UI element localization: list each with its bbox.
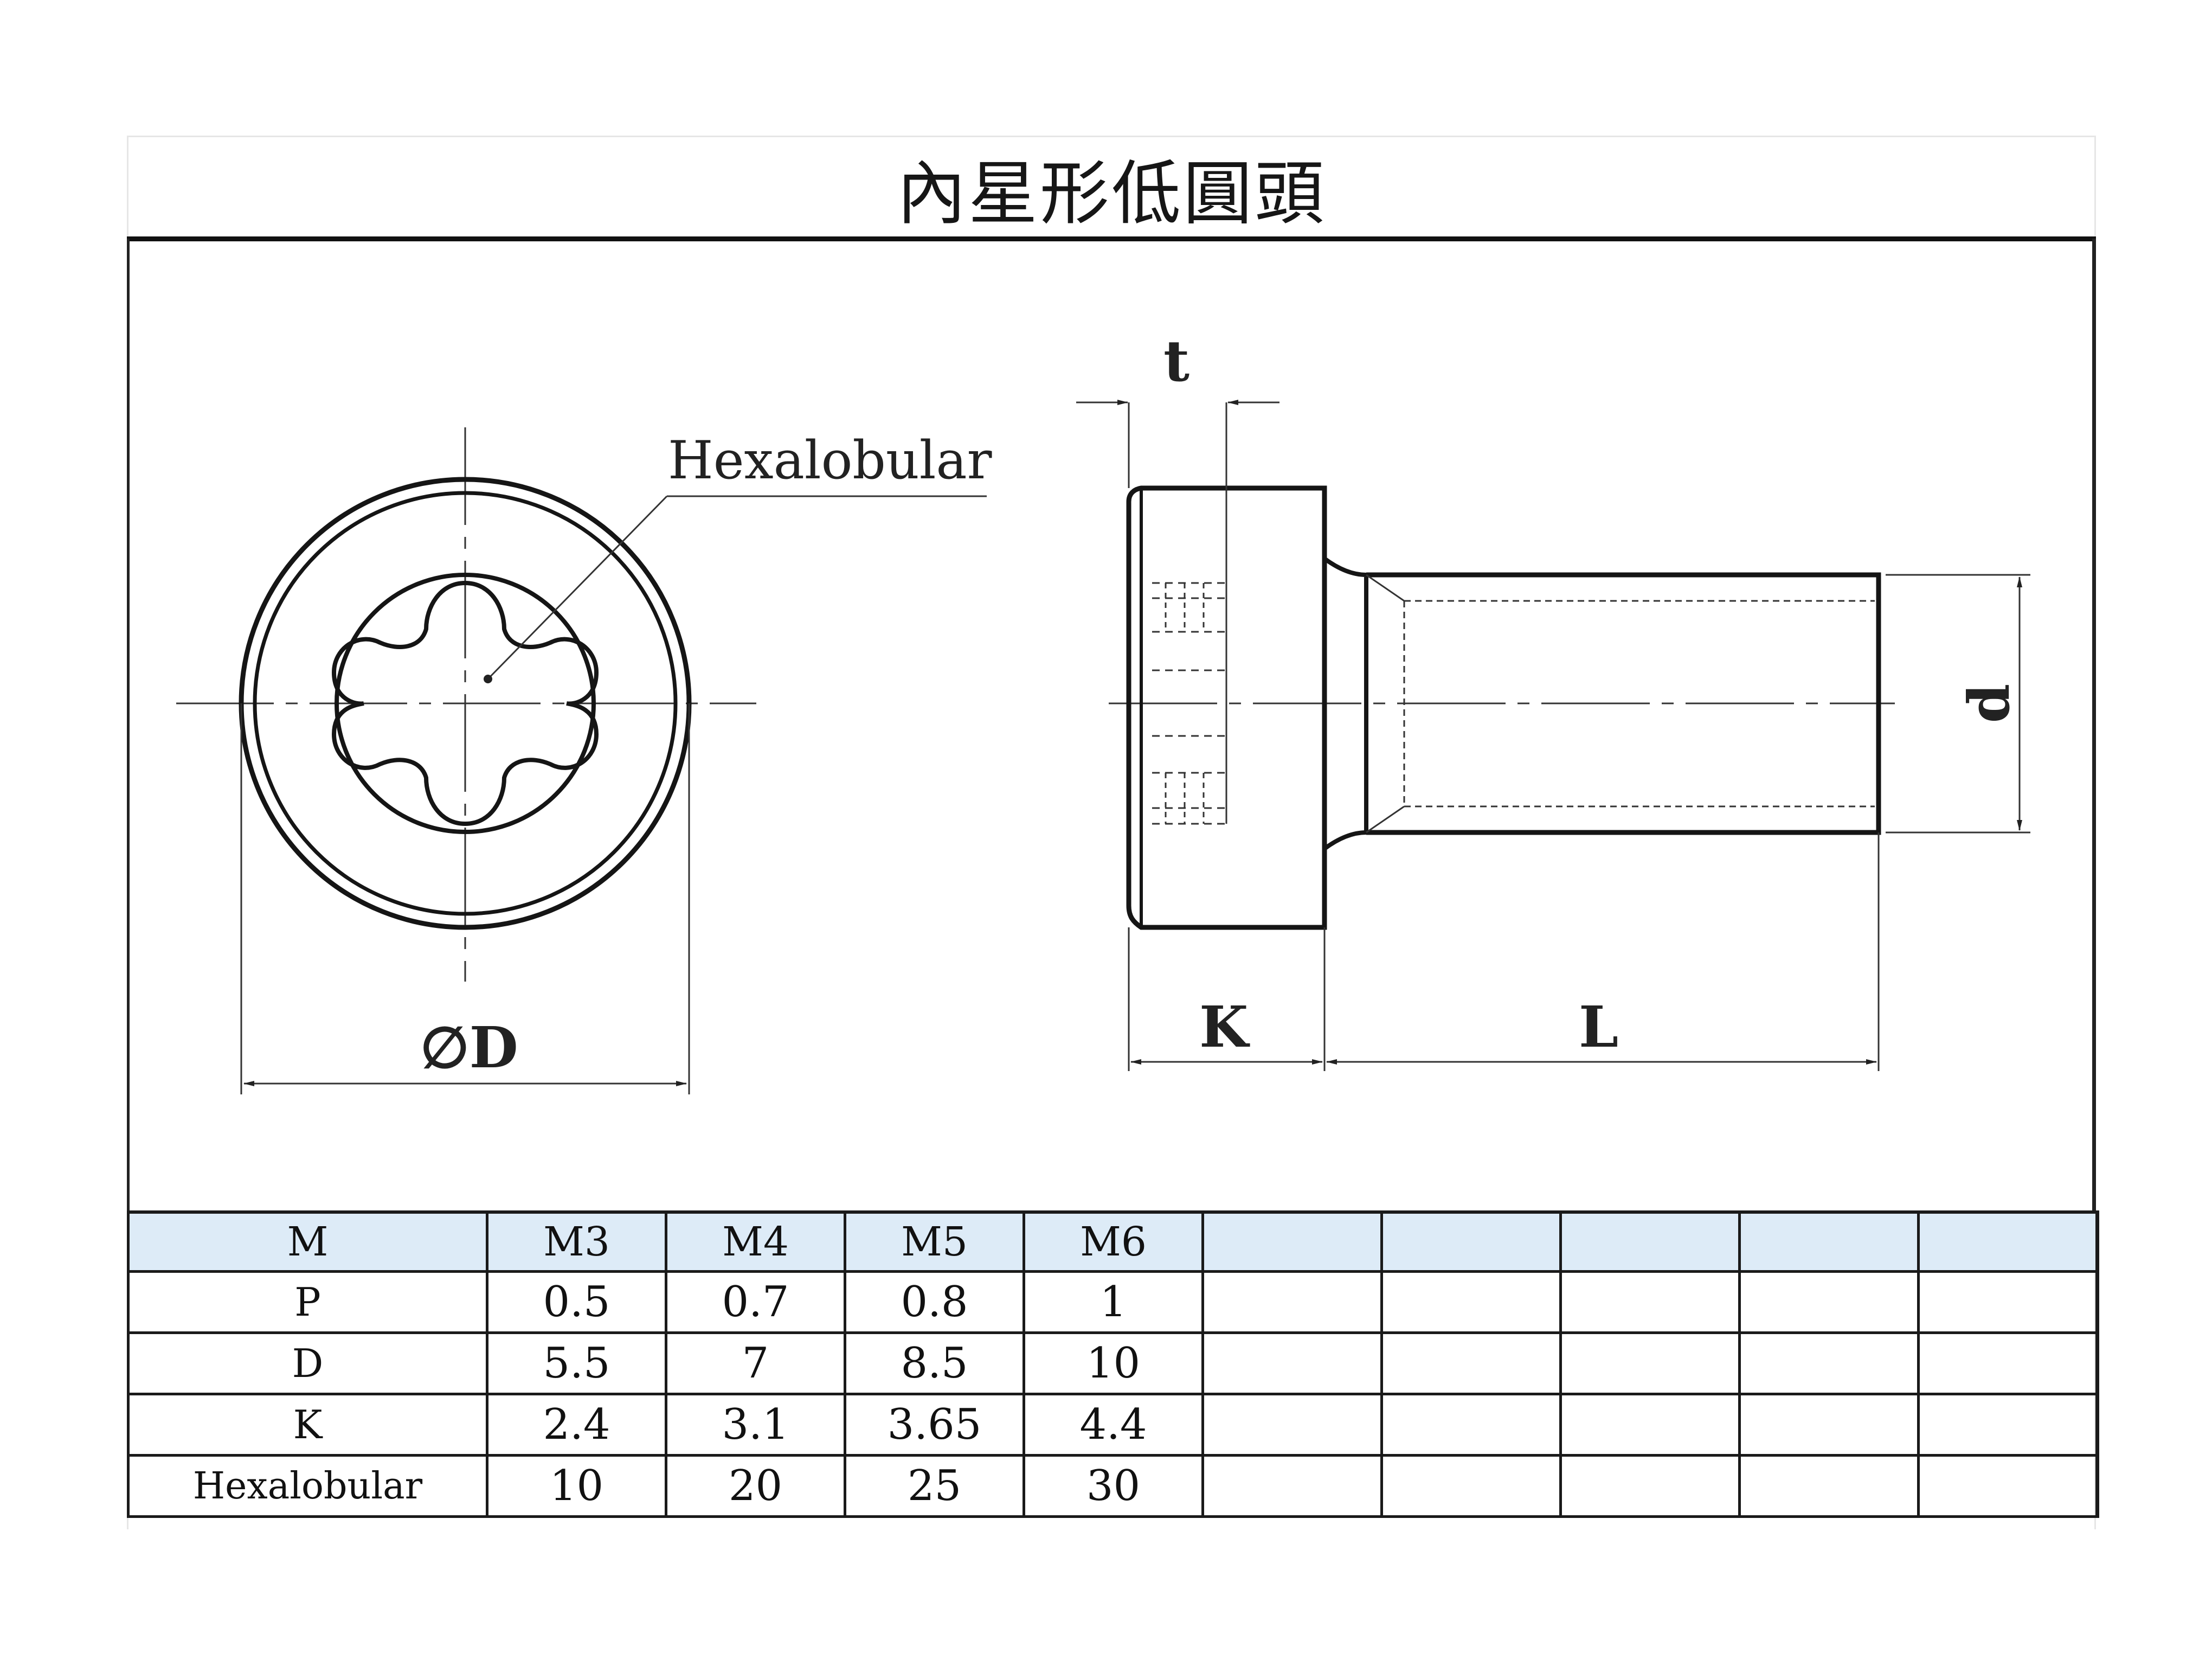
table-cell: 0.8 [844,1271,1024,1334]
table-cell [1917,1455,2099,1518]
table-row: K 2.4 3.1 3.65 4.4 [127,1394,2099,1457]
table-cell [1917,1394,2099,1457]
l-label: L [1579,994,1618,1060]
side-view: t K L d [1076,328,2030,1071]
recess-hidden-verticals [1165,583,1205,824]
table-cell: 7 [665,1332,845,1395]
leader-dot [484,675,492,683]
drive-label: Hexalobular [668,430,992,491]
header-cell [1738,1210,1919,1273]
table-cell [1201,1394,1382,1457]
diameter-label: ∅D [420,1014,518,1081]
table-row: D 5.5 7 8.5 10 [127,1332,2099,1395]
thread-taper-bottom [1366,805,1405,834]
table-row: Hexalobular 10 20 25 30 [127,1455,2099,1518]
d-label: d [1956,684,2022,723]
thread-taper-top [1366,574,1405,602]
header-cell: M3 [486,1210,666,1273]
table-cell: 3.1 [665,1394,845,1457]
table-cell [1201,1332,1382,1395]
header-cell [1201,1210,1382,1273]
header-cell [1917,1210,2099,1273]
table-cell [1738,1394,1919,1457]
table-cell [1380,1332,1561,1395]
table-cell: 5.5 [486,1332,666,1395]
table-cell: 0.7 [665,1271,845,1334]
spec-table: M M3 M4 M5 M6 P 0.5 0.7 0.8 1 D 5.5 7 [127,1210,2099,1518]
table-cell [1559,1394,1740,1457]
row-label: D [127,1332,487,1395]
header-cell: M5 [844,1210,1024,1273]
under-head-fillet [1323,556,1368,851]
header-cell-label: M [127,1210,487,1273]
table-cell [1917,1332,2099,1395]
row-label: K [127,1394,487,1457]
table-cell [1738,1455,1919,1518]
table-cell [1380,1394,1561,1457]
header-cell [1380,1210,1561,1273]
table-cell [1917,1271,2099,1334]
table-row: P 0.5 0.7 0.8 1 [127,1271,2099,1334]
shank-outline [1366,572,1881,835]
front-view: Hexalobular ∅D [176,427,992,1094]
table-cell [1738,1271,1919,1334]
table-cell: 10 [486,1455,666,1518]
table-cell [1559,1455,1740,1518]
recess-circle [335,573,596,834]
hexalobular-star [331,580,599,826]
drawing-frame [127,239,2096,1215]
table-header-row: M M3 M4 M5 M6 [127,1210,2099,1273]
table-cell: 0.5 [486,1271,666,1334]
header-cell: M6 [1023,1210,1203,1273]
table-cell: 30 [1023,1455,1203,1518]
table-cell: 4.4 [1023,1394,1203,1457]
drive-leader-line [487,495,668,680]
title-divider [127,236,2096,241]
row-label: P [127,1271,487,1334]
table-cell [1380,1455,1561,1518]
table-cell: 8.5 [844,1332,1024,1395]
head-inner-circle [253,491,678,916]
table-cell: 2.4 [486,1394,666,1457]
table-cell [1380,1271,1561,1334]
page-title: 內星形低圓頭 [896,153,1326,234]
header-cell [1559,1210,1740,1273]
header-cell: M4 [665,1210,845,1273]
table-cell [1559,1271,1740,1334]
table-cell: 1 [1023,1271,1203,1334]
t-label: t [1163,328,1189,394]
table-cell [1201,1271,1382,1334]
row-label: Hexalobular [127,1455,487,1518]
table-cell: 25 [844,1455,1024,1518]
table-cell [1738,1332,1919,1395]
k-label: K [1199,994,1250,1060]
table-cell [1201,1455,1382,1518]
table-cell: 20 [665,1455,845,1518]
table-cell: 3.65 [844,1394,1024,1457]
table-cell [1559,1332,1740,1395]
table-cell: 10 [1023,1332,1203,1395]
